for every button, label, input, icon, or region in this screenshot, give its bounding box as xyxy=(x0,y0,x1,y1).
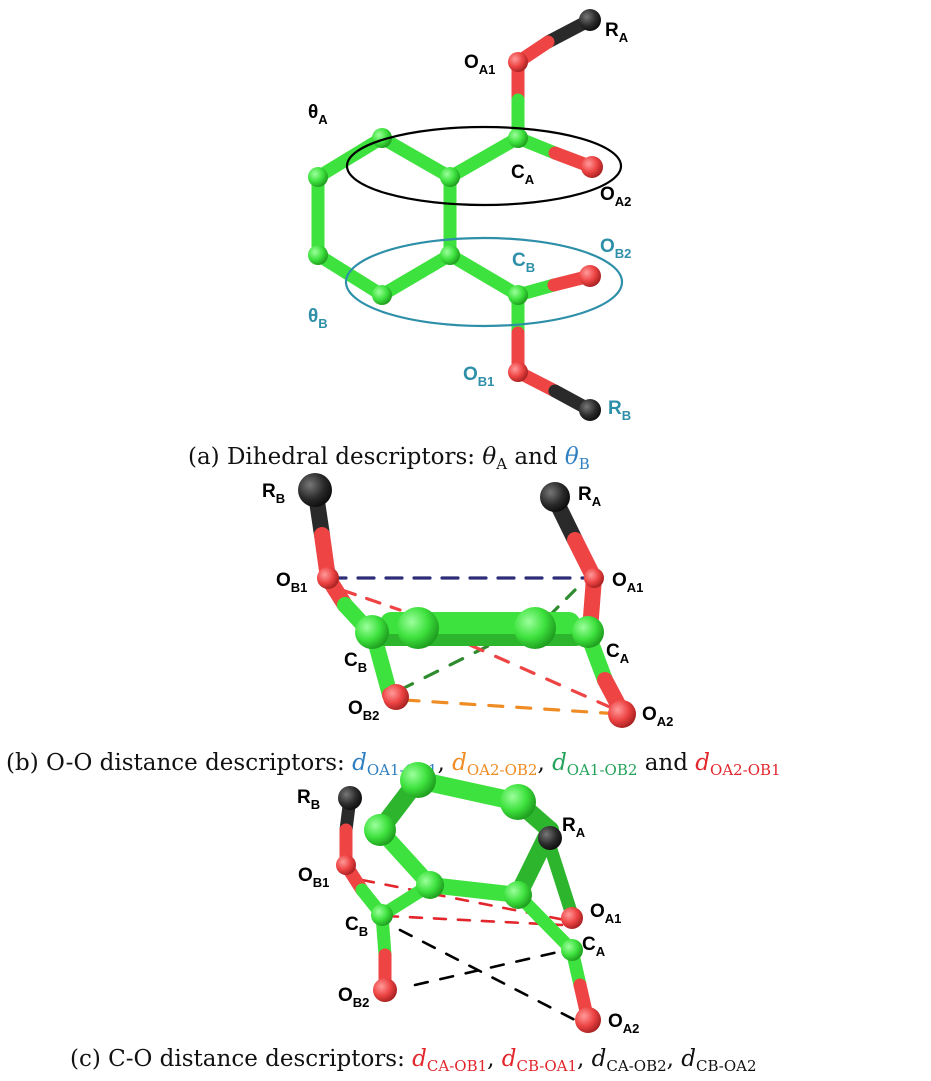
panel-a: RA OA1 θA CA OA2 CB OB2 θB OB1 RB (a) Di… xyxy=(188,9,631,473)
label-CA: CA xyxy=(582,934,606,959)
atom-OA1 xyxy=(508,52,528,72)
atom-CA xyxy=(572,616,604,648)
panel-a-bonds xyxy=(311,13,599,417)
atom-OB2 xyxy=(579,265,601,287)
atom-CB xyxy=(371,904,393,926)
label-RA: RA xyxy=(578,484,602,509)
atom-RA xyxy=(579,9,601,31)
label-thetaB: θB xyxy=(308,306,328,331)
atom-ring-6 xyxy=(440,245,460,265)
atom-OB1 xyxy=(317,567,339,589)
atom-OA2 xyxy=(575,1007,601,1033)
panel-a-atoms xyxy=(308,9,603,421)
label-OA1: OA1 xyxy=(590,901,621,926)
caption-b: (b) O-O distance descriptors: dOA1-OB1, … xyxy=(6,750,781,779)
atom-ring-c3 xyxy=(364,814,396,846)
label-RB: RB xyxy=(608,398,631,423)
label-CB: CB xyxy=(344,650,367,675)
panel-c-atoms xyxy=(336,762,601,1033)
atom-OA1 xyxy=(584,568,604,588)
atom-OB2 xyxy=(383,684,409,710)
panel-c: RB RA OB1 OA1 CB CA OB2 OA2 (c) C-O dist… xyxy=(70,762,757,1075)
label-CB: CB xyxy=(345,914,368,939)
label-CA: CA xyxy=(606,641,630,666)
atom-OA1 xyxy=(561,907,583,929)
atom-OB1 xyxy=(508,362,528,382)
atom-ring-c5 xyxy=(504,881,532,909)
atom-OB2 xyxy=(373,978,397,1002)
atom-CB xyxy=(508,285,528,305)
caption-a: (a) Dihedral descriptors: θA and θB xyxy=(188,444,590,473)
atom-RB xyxy=(298,473,332,507)
atom-RB xyxy=(338,786,362,810)
atom-OA2 xyxy=(608,700,636,728)
label-RA: RA xyxy=(562,815,586,840)
label-OB2: OB2 xyxy=(348,698,379,723)
label-OA2: OA2 xyxy=(642,704,673,729)
atom-CA xyxy=(561,939,583,961)
panel-b-atoms xyxy=(298,473,636,728)
label-CB: CB xyxy=(512,250,535,275)
atom-RA xyxy=(538,826,562,850)
label-thetaA: θA xyxy=(308,102,328,127)
atom-RB xyxy=(579,399,601,421)
label-OB1: OB1 xyxy=(463,364,494,389)
label-OA1: OA1 xyxy=(612,570,643,595)
panel-b: RB RA OB1 OA1 CB CA OB2 OA2 (b) O-O dist… xyxy=(6,473,781,779)
atom-ring-3 xyxy=(308,167,328,187)
atom-CA xyxy=(508,128,528,148)
theta-B-ellipse xyxy=(344,236,624,328)
label-OB1: OB1 xyxy=(298,865,329,890)
label-OB2: OB2 xyxy=(600,236,631,261)
theta-A-ellipse xyxy=(345,125,623,207)
label-RB: RB xyxy=(262,481,285,506)
label-CA: CA xyxy=(511,162,535,187)
atom-ring-c1 xyxy=(400,762,436,798)
label-RA: RA xyxy=(605,20,629,45)
atom-ring-5 xyxy=(372,285,392,305)
atom-ring-b2 xyxy=(514,607,556,649)
label-OA2: OA2 xyxy=(600,184,631,209)
label-RB: RB xyxy=(297,787,320,812)
label-OA1: OA1 xyxy=(464,52,495,77)
atom-ring-c2 xyxy=(500,784,536,820)
atom-RA xyxy=(540,482,570,512)
atom-OA2 xyxy=(581,156,603,178)
atom-ring-2 xyxy=(372,128,392,148)
atom-ring-1 xyxy=(440,167,460,187)
panel-b-bonds xyxy=(307,480,630,720)
atom-ring-4 xyxy=(308,245,328,265)
label-OB1: OB1 xyxy=(276,570,307,595)
atom-ring-c4 xyxy=(416,871,444,899)
atom-ring-b1 xyxy=(397,607,439,649)
caption-c: (c) C-O distance descriptors: dCA-OB1, d… xyxy=(70,1046,757,1075)
label-OA2: OA2 xyxy=(608,1011,639,1036)
atom-OB1 xyxy=(336,855,356,875)
label-OB2: OB2 xyxy=(338,985,369,1010)
atom-CB xyxy=(355,615,389,649)
